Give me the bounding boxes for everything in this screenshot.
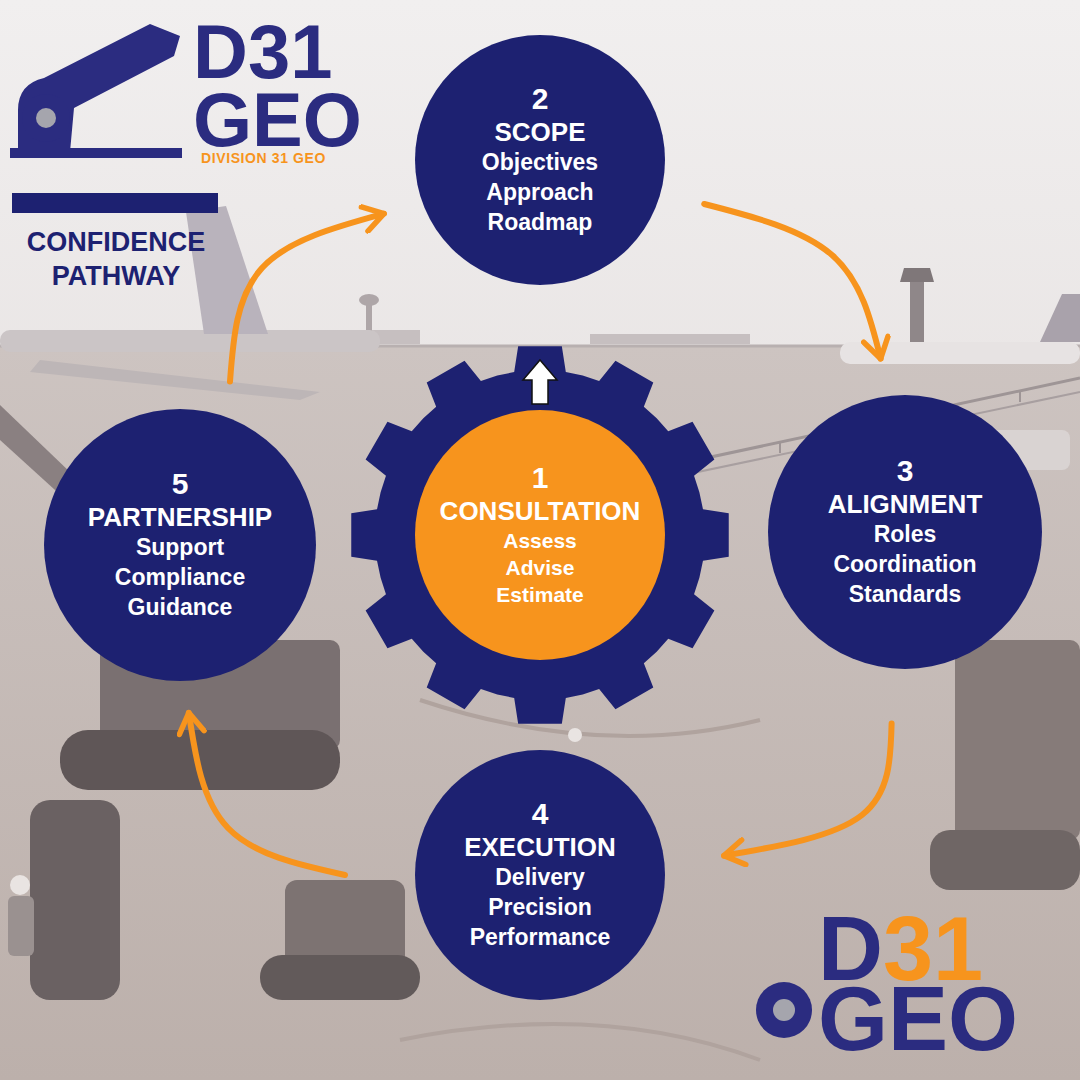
gear-group [351,346,728,723]
step-heading: PARTNERSHIP [88,502,272,533]
excavator-track [30,800,120,1000]
up-arrow-symbol [523,360,557,404]
step-heading: EXECUTION [464,832,616,863]
plane-tail [1040,294,1080,342]
step-number: 5 [172,467,189,502]
machine [955,640,1080,840]
airfield-ground [0,345,1080,1080]
logo-wordmark: GEO [818,974,1018,1064]
far-tower-cab [359,294,379,306]
step-heading: CONSULTATION [440,496,641,527]
circle-fill [415,410,665,660]
roller-drum [260,955,420,1000]
title-bar [12,193,218,213]
step-keywords: Assess Advise Estimate [496,527,584,609]
control-tower-cab [900,268,934,282]
logo-wheel [22,94,70,142]
excavator-logo-icon [18,24,180,152]
worker-helmet [568,728,582,742]
step-number: 3 [897,454,914,489]
step-number: 1 [532,461,549,496]
worker [8,896,34,956]
step-keywords: Delivery Precision Performance [470,863,611,953]
step-keywords: Objectives Approach Roadmap [482,148,598,238]
step-heading: ALIGNMENT [828,489,983,520]
plane-wing [30,360,320,400]
flow-arrow [230,214,384,382]
logo-ring [756,982,812,1038]
logo-base [10,148,182,158]
circle-fill [415,35,665,285]
logo-ring-hub [773,999,795,1021]
circle-fill [415,750,665,1000]
terminal-building [590,334,750,344]
circle-fill [44,409,316,681]
worker-helmet [10,875,30,895]
gear [351,346,728,723]
step-circle: 4EXECUTIONDelivery Precision Performance [415,750,665,1000]
flow-arrow [189,713,345,875]
logo-wordmark: GEO [193,82,362,158]
logo-wheel-hub [36,108,56,128]
step-heading: SCOPE [494,117,585,148]
flow-arrow [724,724,892,856]
flow-arrow [704,204,880,359]
step-keywords: Support Compliance Guidance [115,533,245,623]
step-keywords: Roles Coordination Standards [833,520,976,610]
step-circle: 2SCOPEObjectives Approach Roadmap [415,35,665,285]
step-number: 2 [532,82,549,117]
step-circle: 3ALIGNMENTRoles Coordination Standards [768,395,1042,669]
plane-tail [186,206,268,334]
machine-track [930,830,1080,890]
control-tower [910,280,924,346]
step-number: 4 [532,797,549,832]
dirt-tracks [400,700,760,1060]
step-circle: 5PARTNERSHIPSupport Compliance Guidance [44,409,316,681]
circle-fill [768,395,1042,669]
diagram-title: CONFIDENCE PATHWAY [10,226,222,294]
plane-fuselage [0,330,380,352]
consultation-circle: 1CONSULTATIONAssess Advise Estimate [415,410,665,660]
logo-tagline: DIVISION 31 GEO [201,151,326,165]
logo-wordmark: D31 [193,14,332,90]
